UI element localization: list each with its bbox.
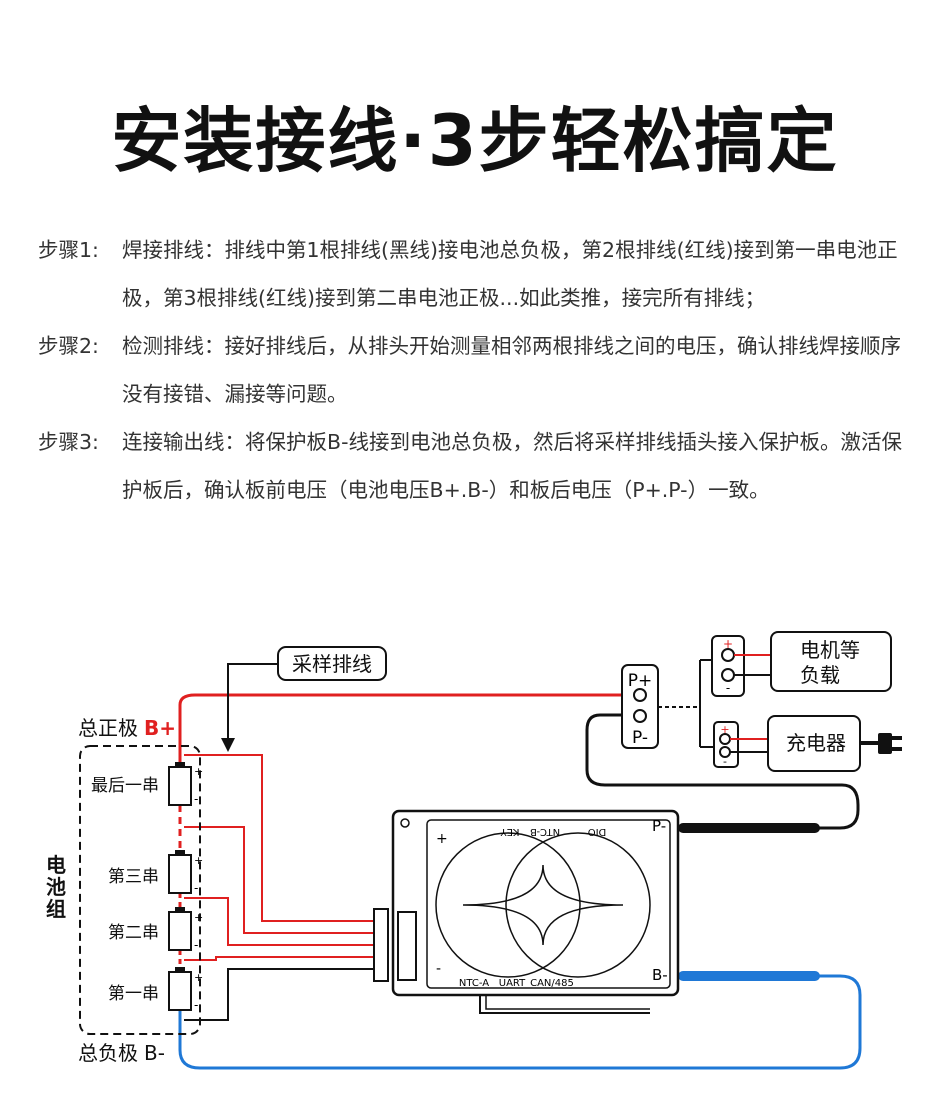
b-plus-wire [178, 693, 631, 765]
svg-text:KEY: KEY [500, 826, 520, 837]
page-title: 安装接线·3步轻松搞定 [111, 100, 839, 182]
sampling-wire [184, 968, 376, 1021]
cell-label: 第一串 [108, 984, 159, 1004]
svg-text:-: - [194, 881, 198, 895]
svg-text:UART: UART [499, 978, 526, 989]
svg-text:P+: P+ [628, 671, 653, 691]
svg-text:+: + [194, 854, 203, 867]
b-minus-wire [178, 974, 862, 1070]
svg-text:P-: P- [632, 728, 648, 748]
battery-pack-outline [79, 745, 201, 1035]
p-minus-wire [585, 713, 860, 830]
ntc-wire [479, 995, 650, 1014]
step-text: 检测排线：接好排线后，从排头开始测量相邻两根排线之间的电压，确认排线焊接顺序没有… [122, 334, 901, 406]
sampling-wire [184, 897, 376, 946]
cell-last: + - [168, 762, 203, 806]
cell-3: + - [168, 850, 203, 895]
step-label: 步骤3: [38, 430, 99, 454]
sampling-line-label: 采样排线 [292, 652, 372, 676]
svg-text:NTC-A: NTC-A [459, 978, 489, 989]
total-positive-tag: B+ [144, 716, 176, 740]
wiring-diagram: + - + - + - + - 最后一串 第三串 第二串 第一串 电 池 组 总… [46, 631, 902, 1070]
svg-text:NTC-B: NTC-B [530, 826, 560, 837]
svg-text:-: - [723, 755, 727, 768]
svg-text:-: - [194, 792, 198, 806]
sampling-wire [184, 956, 376, 961]
step-1: 步骤1: 焊接排线：排线中第1根排线(黑线)接电池总负极，第2根排线(红线)接到… [38, 226, 918, 322]
cell-label: 最后一串 [91, 776, 159, 796]
svg-text:+: + [194, 971, 203, 984]
svg-text:+: + [436, 831, 448, 847]
step-text: 连接输出线：将保护板B-线接到电池总负极，然后将采样排线插头接入保护板。激活保护… [122, 430, 902, 502]
b-minus-sleeve [678, 971, 820, 981]
cell-label: 第三串 [108, 867, 159, 887]
svg-text:CAN/485: CAN/485 [530, 978, 574, 989]
step-text: 焊接排线：排线中第1根排线(黑线)接电池总负极，第2根排线(红线)接到第一串电池… [122, 238, 898, 310]
cell-1: + - [168, 967, 203, 1012]
svg-text:-: - [436, 961, 441, 977]
total-positive-label: 总正极 [78, 716, 138, 740]
battery-pack-label: 电 [46, 853, 66, 877]
output-terminal: P+ P- [621, 664, 659, 749]
step-3: 步骤3: 连接输出线：将保护板B-线接到电池总负极，然后将采样排线插头接入保护板… [38, 418, 918, 514]
svg-text:-: - [194, 998, 198, 1012]
load-connector: + - [711, 635, 745, 697]
plug-icon [860, 733, 902, 754]
svg-text:+: + [194, 765, 203, 778]
svg-text:-: - [726, 681, 730, 695]
svg-text:-: - [194, 938, 198, 952]
load-box: 电机等 负载 [770, 631, 892, 692]
cell-label: 第二串 [108, 923, 159, 943]
svg-text:+: + [723, 637, 733, 651]
svg-text:+: + [194, 911, 203, 924]
steps-list: 步骤1: 焊接排线：排线中第1根排线(黑线)接电池总负极，第2根排线(红线)接到… [38, 226, 918, 514]
callout-arrow [221, 663, 278, 752]
ntc-wire [485, 995, 650, 1010]
p-minus-sleeve [678, 823, 820, 833]
svg-text:电机等: 电机等 [800, 638, 860, 662]
protection-board: + - NTC-B KEY DIO NTC-A UART CAN/485 P- … [391, 809, 680, 997]
svg-text:B-: B- [652, 966, 668, 984]
sampling-wire [184, 754, 376, 922]
sampling-wire [184, 826, 376, 934]
step-label: 步骤2: [38, 334, 99, 358]
svg-text:+: + [720, 723, 729, 736]
svg-text:DIO: DIO [588, 826, 607, 837]
step-label: 步骤1: [38, 238, 99, 262]
charger-box: 充电器 [767, 715, 861, 772]
battery-pack-label: 组 [46, 897, 66, 921]
svg-text:P-: P- [652, 817, 666, 835]
ribbon-connector [373, 908, 389, 982]
charger-connector: + - [713, 721, 739, 768]
total-negative-tag: B- [144, 1041, 165, 1065]
total-negative-label: 总负极 [78, 1041, 138, 1065]
svg-text:负载: 负载 [800, 663, 840, 687]
svg-text:充电器: 充电器 [786, 731, 846, 755]
battery-pack-label: 池 [46, 875, 66, 899]
cell-2: + - [168, 907, 203, 952]
step-2: 步骤2: 检测排线：接好排线后，从排头开始测量相邻两根排线之间的电压，确认排线焊… [38, 322, 918, 418]
